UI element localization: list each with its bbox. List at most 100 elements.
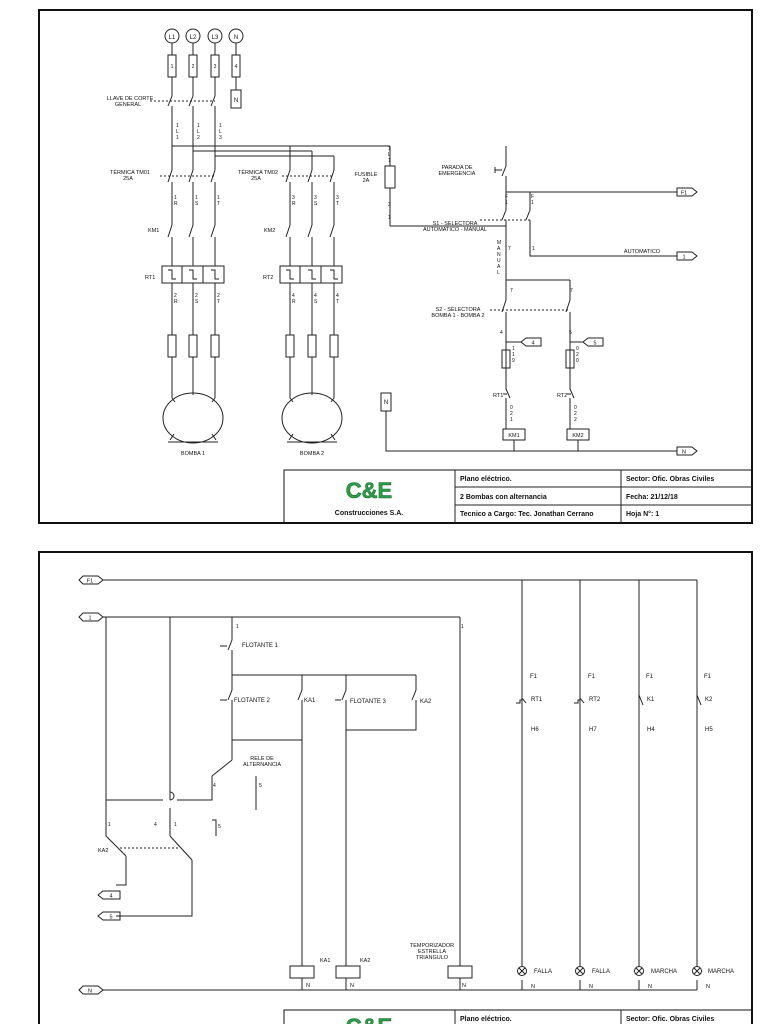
diagram-label: H7 <box>589 727 597 733</box>
manual-text: MA NU AL <box>497 240 501 276</box>
wire-l3-a: 1 <box>219 123 222 129</box>
coil-km1: KM1 <box>502 428 526 441</box>
diagram-label: FALLA <box>592 969 610 975</box>
signal-column-4: F1 K2 H5 MARCHA N <box>692 674 734 990</box>
diagram-label: N <box>531 984 535 990</box>
diagram-label: F1 <box>530 674 538 680</box>
phase-l3: L3 <box>212 35 219 41</box>
contactor2-label: KM2 <box>264 228 275 234</box>
diagram-label: 4 <box>500 330 503 336</box>
diagram-label: FALLA <box>534 969 552 975</box>
sheet-1-frame <box>38 9 753 524</box>
diagram-label: R <box>174 201 178 207</box>
diagram-label: F1 <box>588 674 596 680</box>
wire-l3-c: 3 <box>219 135 222 141</box>
diagram-label: 5 <box>109 915 112 921</box>
rt-contacts <box>503 375 575 429</box>
pump-2-motor <box>281 392 343 444</box>
diagram-label: 2 <box>195 293 198 299</box>
doc-sector-2: Sector: Ofic. Obras Civiles <box>626 1016 714 1023</box>
doc-sector: Sector: Ofic. Obras Civiles <box>626 476 714 483</box>
diagram-label: RT1 <box>531 697 543 703</box>
diagram-label: 1 <box>174 195 177 201</box>
selector1-label-2: AUTOMATICO - MANUAL <box>423 227 487 233</box>
float-switches <box>220 639 417 966</box>
pump-2-label: BOMBA 2 <box>300 451 324 457</box>
diagram-label: R <box>292 201 296 207</box>
neutral-return: N N <box>380 392 698 456</box>
terminal-num-3: 3 <box>214 64 217 70</box>
terminal-num-1: 1 <box>171 64 174 70</box>
phase-l2: L2 <box>190 35 197 41</box>
float2-label: FLOTANTE 2 <box>234 698 271 704</box>
diagram-label: N <box>497 252 501 258</box>
sheet-2-frame <box>38 551 753 1024</box>
diagram-label: RT2 <box>589 697 601 703</box>
ka1-contact-label: KA1 <box>304 698 316 704</box>
rt1-contact-label: RT1 <box>493 393 503 399</box>
thermal-relays <box>161 265 343 335</box>
wire-l1-a: 1 <box>176 123 179 129</box>
diagram-label: 4 <box>154 822 157 828</box>
main-switch-label-2: GENERAL <box>115 102 141 108</box>
diagram-label: 4 <box>531 341 534 347</box>
diagram-label: 9 <box>512 358 515 364</box>
diagram-label: 5 <box>593 341 596 347</box>
ka2-contact-label: KA2 <box>420 699 432 705</box>
contactor1-label: KM1 <box>148 228 159 234</box>
diagram-label: 1 <box>510 417 513 423</box>
relay-label-1: RELE DE <box>250 756 274 762</box>
diagram-label: 4 <box>336 293 339 299</box>
wire-labels-rst-2: 2R 2S 2T 4R 4S 4T <box>174 293 339 305</box>
float3-label: FLOTANTE 3 <box>350 699 387 705</box>
control-terminals <box>501 349 575 369</box>
automatic-label: AUTOMATICO <box>624 249 661 255</box>
diagram-label: 1 <box>461 624 464 630</box>
diagram-label: K1 <box>647 697 655 703</box>
diagram-label: 3 <box>388 202 391 208</box>
estop-label-2: EMERGENCIA <box>439 171 476 177</box>
diagram-label: 4 <box>213 783 216 789</box>
breakers <box>160 169 335 225</box>
diagram-label: 1 <box>505 200 508 206</box>
diagram-label: N <box>706 984 710 990</box>
selector2-label-2: BOMBA 1 - BOMBA 2 <box>431 313 484 319</box>
doc-sheet: Hoja N°: 1 <box>626 510 659 518</box>
diagram-label: 7 <box>570 288 573 294</box>
contactors <box>167 224 335 266</box>
diagram-label: KA1 <box>320 958 330 964</box>
phase-l1: L1 <box>169 35 176 41</box>
float1-label: FLOTANTE 1 <box>242 643 279 649</box>
terminal-one: 1 <box>676 251 698 261</box>
diagram-label: 1 <box>388 146 391 152</box>
selector2-label-1: S2 - SELECTORA <box>436 307 481 313</box>
diagram-label: T <box>336 299 339 305</box>
coil-ka2: KA2 N <box>335 958 370 989</box>
doc-title: Plano eléctrico. <box>460 476 512 483</box>
diagram-label: 1 <box>174 822 177 828</box>
s2-f1: F1 <box>87 579 93 585</box>
breaker2-label-1: TÉRMICA TM02 <box>238 169 278 176</box>
brand-logo: C&E <box>346 478 392 503</box>
diagram-label: 2 <box>576 352 579 358</box>
diagram-label: 1 <box>531 200 534 206</box>
selector1-label-1: S1 - SELECTORA <box>433 221 478 227</box>
diagram-label: T <box>217 299 220 305</box>
diagram-label: KM1 <box>508 433 519 439</box>
estop-label-1: PARADA DE <box>441 165 472 171</box>
main-switch-label-1: LLAVE DE CORTE <box>107 96 154 102</box>
rt2-contact-label: RT2 <box>557 393 567 399</box>
diagram-label: A <box>497 264 501 270</box>
diagram-label: H5 <box>705 727 713 733</box>
diagram-label: 3 <box>292 195 295 201</box>
input-terminals: 1 2 3 4 N <box>167 43 242 109</box>
diagram-label: 1 <box>195 195 198 201</box>
diagram-label: 1 <box>512 346 515 352</box>
ka2-left-contacts <box>105 835 193 917</box>
wire-l2-c: 2 <box>197 135 200 141</box>
diagram-label: 2 <box>510 411 513 417</box>
diagram-label: 0 <box>576 346 579 352</box>
signal-column-1: F1 RT1 H6 FALLA N <box>516 674 552 990</box>
diagram-label: 2 <box>574 417 577 423</box>
